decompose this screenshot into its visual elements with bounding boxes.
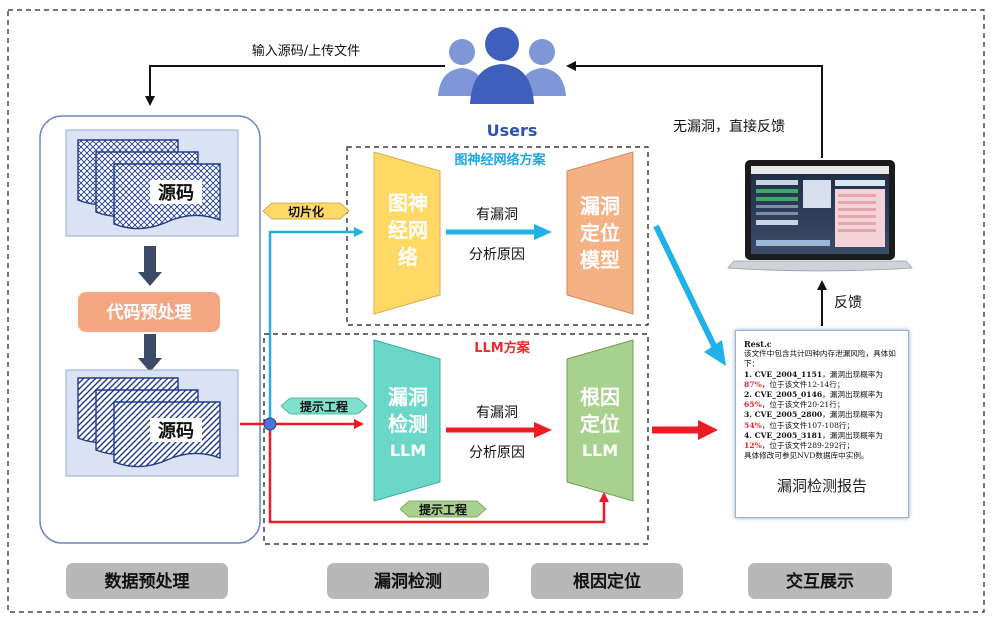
outer-frame: [7, 9, 985, 613]
stage-detection-label: 漏洞检测: [374, 571, 442, 592]
report-item-2: 2. CVE_2005_0146，漏洞出现概率为65%，位于该文件20-21行；: [744, 390, 883, 410]
report-footer: 具体修改可参见NVD数据库中实例。: [744, 451, 869, 461]
llm-scheme-frame: [263, 333, 649, 545]
prompt-loop-arrow: [268, 424, 609, 524]
gnn-block-line-3: 络: [398, 245, 418, 269]
detect-llm-block: [373, 339, 441, 502]
locator-block-line-2: 定位: [580, 221, 620, 245]
detect-block-line-1: 漏洞: [388, 385, 428, 409]
feedback-label: 反馈: [834, 295, 862, 311]
root-llm-block: [566, 339, 634, 502]
report-item-1: 1. CVE_2004_1151，漏洞出现概率为87%，位于该文件12-14行；: [744, 369, 883, 389]
locator-block: [566, 151, 634, 315]
laptop-display: [727, 160, 913, 272]
prompt-tag-1-label: 提示工程: [300, 399, 348, 414]
slice-tag-label: 切片化: [288, 204, 324, 219]
root-block-line-3: LLM: [582, 441, 618, 460]
gnn-to-report-arrow: [653, 224, 719, 352]
gnn-block-line-1: 图神: [388, 191, 428, 215]
prompt-tag-2-label: 提示工程: [419, 502, 467, 517]
stage-detection: [327, 563, 489, 599]
llm-scheme-title: LLM方案: [474, 340, 531, 356]
preprocess-step-label: 代码预处理: [106, 302, 192, 323]
report-filename: Rest.c: [744, 339, 772, 349]
source-label-top: 源码: [158, 182, 194, 204]
users-icon: [438, 27, 566, 104]
report-title: 漏洞检测报告: [776, 477, 867, 495]
no-vuln-feedback-arrow: [566, 61, 823, 158]
prompt-tag-1: [280, 397, 368, 415]
root-block-line-1: 根因: [580, 385, 620, 409]
detect-block-line-2: 检测: [388, 412, 428, 436]
input-arrow: [145, 65, 445, 106]
source-label-bottom: 源码: [158, 420, 194, 442]
stage-preprocess-label: 数据预处理: [105, 571, 190, 592]
report-intro: 该文件中包含共计四种内存泄漏风险，具体如下：: [744, 349, 896, 369]
gnn-scheme-frame: [346, 146, 649, 326]
report-item-3: 3. CVE_2005_2800，漏洞出现概率为54%，位于该文件107-108…: [744, 410, 883, 430]
gnn-scheme-title: 图神经网络方案: [454, 152, 546, 168]
locator-block-line-1: 漏洞: [580, 194, 620, 218]
slice-path-arrow: [268, 227, 364, 424]
stage-root-cause-label: 根因定位: [573, 571, 641, 592]
root-block-line-2: 定位: [580, 412, 620, 436]
input-upload-label: 输入源码/上传文件: [252, 43, 360, 59]
stage-preprocess: [66, 563, 228, 599]
down-arrow-2: [138, 334, 162, 372]
gnn-mid-label-1: 有漏洞: [476, 207, 518, 223]
gnn-mid-label-2: 分析原因: [469, 247, 525, 263]
slice-tag: [262, 202, 350, 220]
preprocess-step: [78, 292, 220, 332]
gnn-block: [373, 151, 441, 315]
vulnerability-report: Rest.c 该文件中包含共计四种内存泄漏风险，具体如下： 1. CVE_200…: [735, 330, 909, 518]
llm-mid-label-2: 分析原因: [469, 445, 525, 461]
report-item-4: 4. CVE_2005_3181，漏洞出现概率为12%，位于该文件289-292…: [744, 430, 883, 451]
llm-mid-label-1: 有漏洞: [476, 405, 518, 421]
no-vuln-feedback-label: 无漏洞，直接反馈: [673, 118, 785, 135]
locator-block-line-3: 模型: [580, 248, 620, 272]
stage-interaction-label: 交互展示: [786, 571, 854, 592]
stage-interaction: [748, 563, 892, 599]
junction-dot: [263, 417, 277, 431]
prompt-tag-2: [399, 500, 487, 518]
users-label: Users: [487, 121, 538, 140]
detect-block-line-3: LLM: [390, 441, 426, 460]
down-arrow-1: [138, 246, 162, 286]
stage-root-cause: [531, 563, 683, 599]
gnn-block-line-2: 经网: [388, 218, 428, 242]
